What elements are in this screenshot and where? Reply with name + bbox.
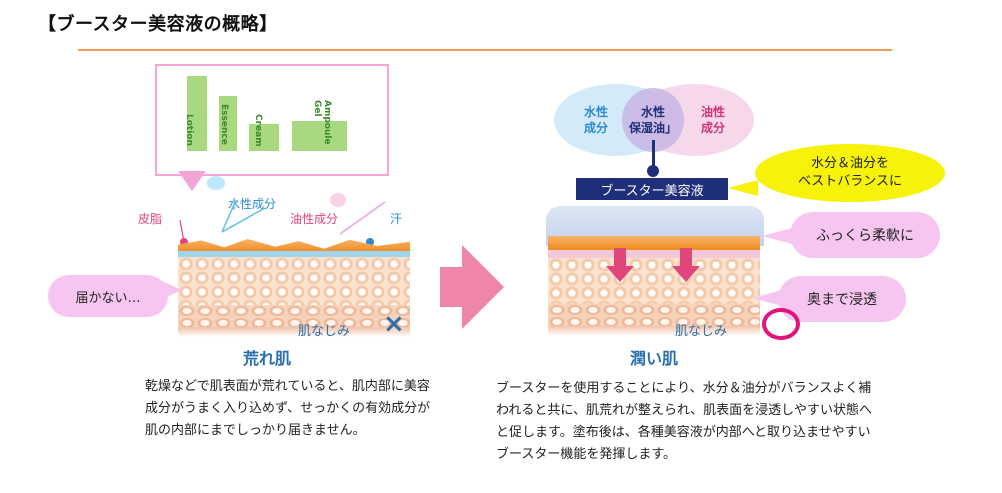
deep-penetration-callout: 奥まで浸透 bbox=[778, 276, 906, 322]
moist-skin-cells bbox=[548, 258, 760, 304]
products-speech-box: Lotion Essence Cream Ampoule Gel bbox=[155, 64, 389, 176]
essence-label: Essence bbox=[219, 104, 229, 145]
venn-oil-label: 油性 成分 bbox=[700, 105, 725, 135]
plump-callout-tail bbox=[762, 228, 792, 244]
cannot-reach-callout: 届かない… bbox=[48, 275, 168, 317]
circle-mark-icon bbox=[762, 308, 800, 340]
moist-skin-illustration bbox=[548, 236, 760, 336]
venn-middle-label: 水性 保湿油」 bbox=[628, 105, 677, 135]
balance-callout-tail bbox=[728, 180, 758, 196]
transition-arrow-icon bbox=[462, 245, 504, 329]
rough-skin-deep-cells bbox=[178, 305, 410, 329]
rough-skin-illustration bbox=[178, 237, 410, 337]
venn-connector bbox=[652, 140, 655, 170]
plump-callout-text: ふっくら柔軟に bbox=[816, 228, 914, 244]
cream-jar bbox=[249, 124, 279, 151]
water-droplet-bubble bbox=[207, 176, 225, 190]
right-fit-label: 肌なじみ bbox=[675, 324, 728, 339]
rough-skin-cells bbox=[178, 257, 410, 305]
callout-tail bbox=[160, 280, 182, 300]
balance-callout-text: 水分＆油分を ベストバランスに bbox=[797, 156, 902, 189]
balance-callout: 水分＆油分を ベストバランスに bbox=[755, 144, 945, 202]
essence-bottle bbox=[219, 96, 237, 151]
transition-arrow-body bbox=[440, 267, 464, 307]
moist-skin-surface bbox=[548, 236, 760, 250]
lotion-label: Lotion bbox=[184, 114, 194, 146]
venn-connector-dot bbox=[647, 165, 659, 177]
left-caption: 荒れ肌 bbox=[243, 349, 292, 368]
moist-skin-deep-cells bbox=[548, 304, 760, 328]
booster-label-text: ブースター美容液 bbox=[600, 183, 704, 199]
sweat-label: 汗 bbox=[390, 212, 403, 226]
deep-callout-tail bbox=[752, 290, 782, 306]
cream-label: Cream bbox=[253, 114, 263, 147]
venn-water-label: 水性 成分 bbox=[583, 105, 608, 135]
lotion-bottle bbox=[187, 76, 207, 151]
left-description: 乾燥などで肌表面が荒れていると、肌内部に美容成分がうまく入り込めず、せっかくの有… bbox=[145, 379, 431, 438]
rough-skin-moist-layer bbox=[178, 251, 410, 257]
ampoule-gel-label: Ampoule Gel bbox=[312, 100, 332, 145]
deep-penetration-callout-text: 奥まで浸透 bbox=[807, 292, 877, 308]
penetration-down-arrows bbox=[606, 248, 700, 282]
ampoule-gel-jar bbox=[292, 121, 347, 151]
oil-droplet-bubble bbox=[330, 193, 346, 207]
speech-box-tail bbox=[178, 171, 206, 191]
cannot-reach-text: 届かない… bbox=[75, 290, 141, 306]
page-title: 【ブースター美容液の概略】 bbox=[38, 14, 278, 35]
oil-component-label: 油性成分 bbox=[290, 212, 339, 226]
rough-skin-base bbox=[178, 327, 410, 337]
right-caption: 潤い肌 bbox=[630, 349, 679, 368]
moist-skin-base bbox=[548, 326, 760, 336]
booster-label-box: ブースター美容液 bbox=[576, 178, 728, 200]
left-fit-label: 肌なじみ bbox=[298, 324, 351, 339]
plump-callout: ふっくら柔軟に bbox=[790, 212, 940, 258]
moist-skin-moist-layer bbox=[548, 250, 760, 258]
cross-mark-icon: × bbox=[383, 309, 405, 339]
right-description: ブースターを使用することにより、水分＆油分がバランスよく補われると共に、肌荒れが… bbox=[496, 381, 872, 462]
water-component-label: 水性成分 bbox=[228, 197, 277, 211]
sebum-label: 皮脂 bbox=[138, 212, 163, 226]
title-rule bbox=[78, 49, 892, 51]
